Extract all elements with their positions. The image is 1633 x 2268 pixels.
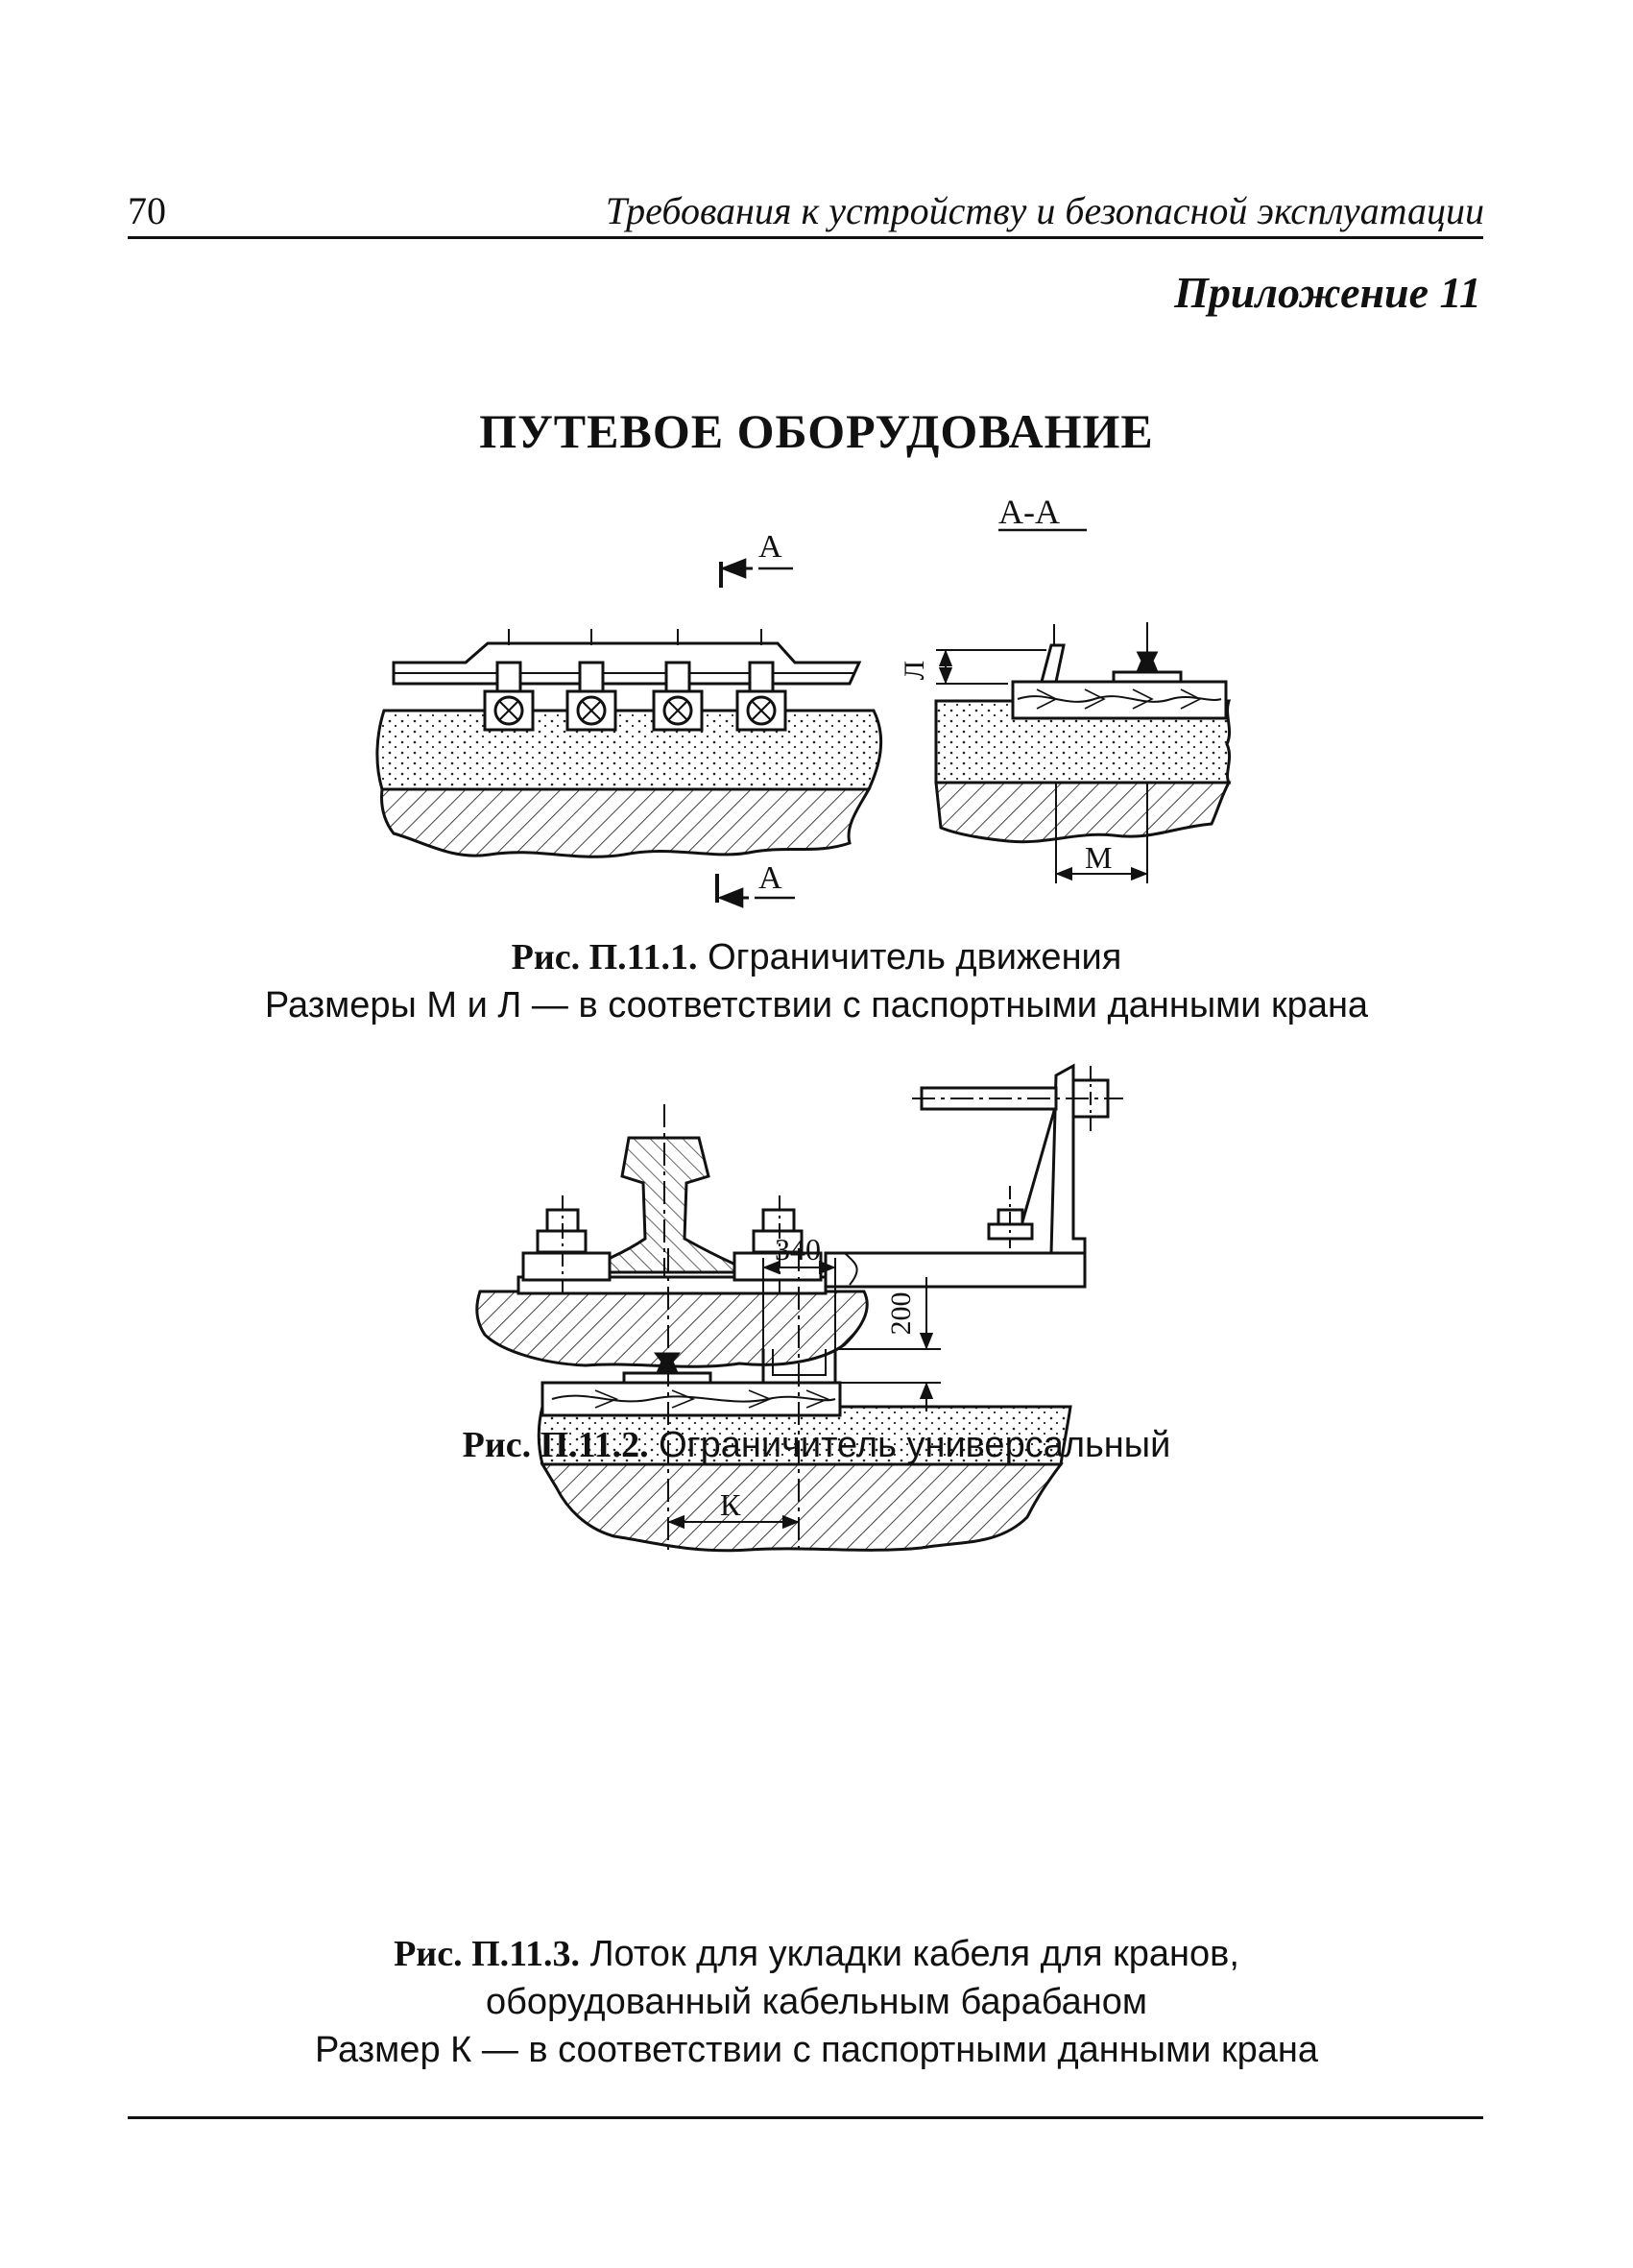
fig2-universal-stop — [475, 1063, 1123, 1368]
fig3-dim-k: К — [720, 1487, 741, 1522]
appendix-label: Приложение 11 — [1174, 268, 1481, 317]
fig1-caption-title: Ограничитель движения — [708, 937, 1122, 977]
fig1-clamp-1 — [483, 661, 535, 732]
footer-rule — [128, 2116, 1483, 2119]
fig2-caption-title: Ограничитель универсальный — [659, 1425, 1171, 1465]
fig1-caption-note: Размеры М и Л — в соответствии с паспорт… — [264, 985, 1369, 1025]
fig3-caption-note: Размер К — в соответствии с паспортными … — [314, 2030, 1319, 2070]
fig1-side-view: А — [375, 529, 883, 908]
header-rule — [128, 236, 1483, 239]
fig3-dim-200: 200 — [885, 1292, 917, 1336]
fig1-clamp-3 — [652, 661, 704, 732]
section-title: ПУТЕВОЕ ОБОРУДОВАНИЕ — [479, 404, 1154, 458]
fig1-section-view: А-А Л М — [899, 493, 1232, 883]
fig1-cut-label-bottom: А — [758, 860, 782, 896]
fig1-section-label: А-А — [998, 493, 1060, 531]
page-number: 70 — [128, 189, 166, 232]
fig3-cable-tray: 340 200 К — [537, 1232, 1072, 1556]
fig3-caption-line1: Лоток для укладки кабеля для кранов, — [589, 1934, 1239, 1974]
fig2-caption-number: Рис. П.11.2. — [462, 1425, 649, 1465]
fig1-clamp-4 — [735, 661, 787, 732]
fig1-cut-label-top: А — [758, 529, 782, 565]
fig3-caption-line2: оборудованный кабельным барабаном — [485, 1982, 1148, 2022]
fig3-dim-340: 340 — [775, 1232, 821, 1267]
fig1-dim-l: Л — [899, 661, 930, 680]
fig1-dim-m: М — [1085, 840, 1112, 875]
fig2-caption: Рис. П.11.2. Ограничитель универсальный — [0, 1421, 1633, 1469]
fig1-clamp-2 — [565, 661, 617, 732]
fig1-caption: Рис. П.11.1. Ограничитель движения Разме… — [0, 933, 1633, 1029]
running-header: Требования к устройству и безопасной экс… — [605, 189, 1484, 232]
fig3-caption: Рис. П.11.3. Лоток для укладки кабеля дл… — [0, 1930, 1633, 2074]
fig1-caption-number: Рис. П.11.1. — [511, 937, 698, 977]
fig3-caption-number: Рис. П.11.3. — [394, 1934, 581, 1974]
